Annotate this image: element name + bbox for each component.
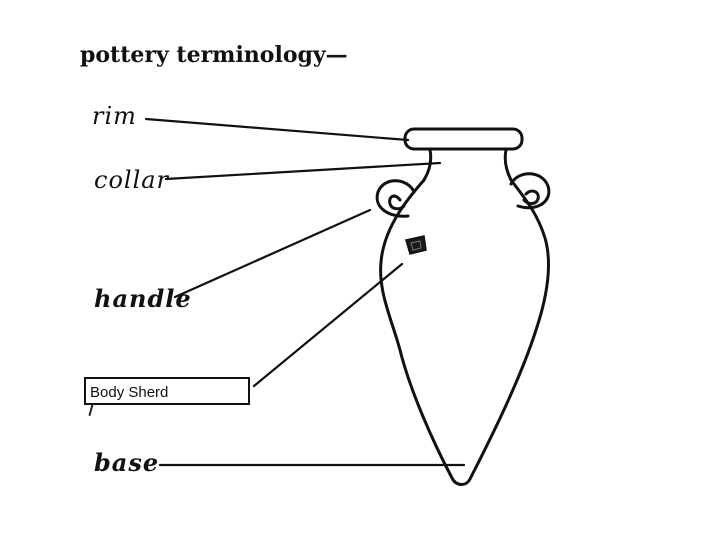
rim-leader-line <box>144 117 410 142</box>
body-sherd-textbox[interactable]: Body Sherd <box>84 377 250 405</box>
label-base: base <box>94 448 160 477</box>
handle-leader-line <box>173 208 372 299</box>
amphora-rim <box>403 127 524 151</box>
label-handle: handle <box>94 284 192 313</box>
amphora-right-handle <box>509 172 551 210</box>
label-collar: collar <box>94 166 170 194</box>
amphora-left-handle <box>375 179 416 218</box>
diagram-title: pottery terminology— <box>80 42 348 68</box>
sherd-leader-line <box>252 262 404 388</box>
amphora-body <box>379 178 550 486</box>
amphora-collar <box>422 148 513 182</box>
label-rim: rim <box>92 102 137 130</box>
body-sherd-marker <box>405 235 427 255</box>
collar-leader-line <box>164 161 442 181</box>
